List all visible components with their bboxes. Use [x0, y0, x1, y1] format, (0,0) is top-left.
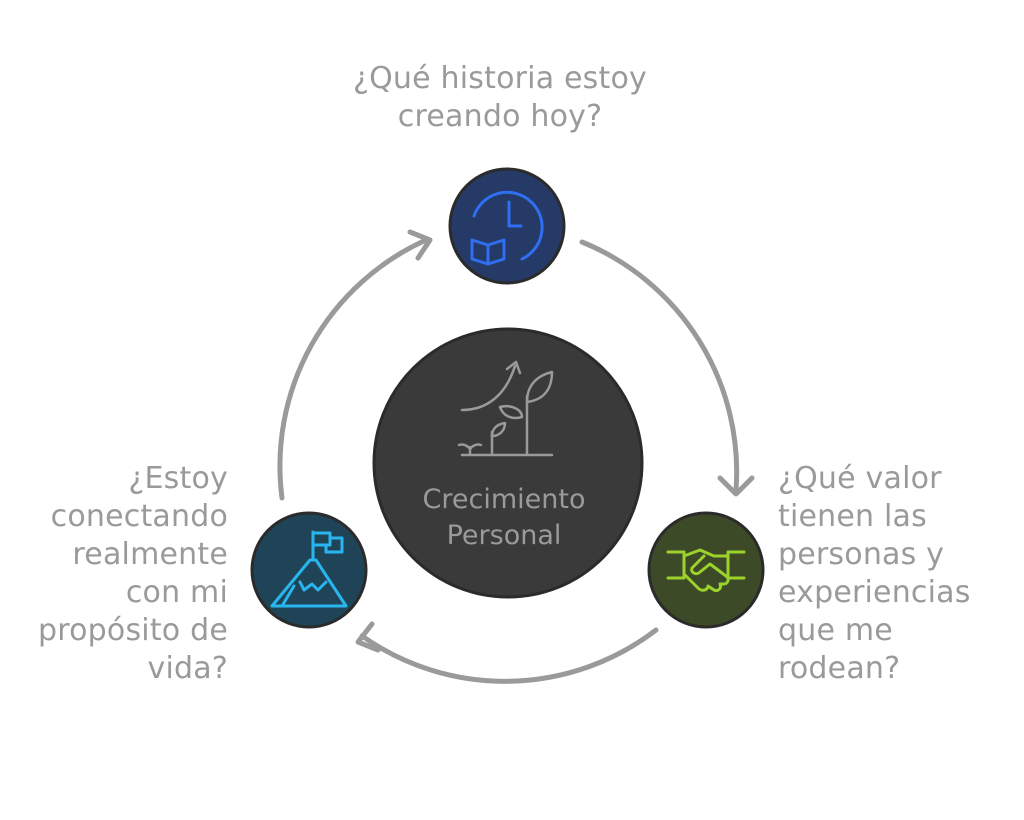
node-left [250, 511, 368, 629]
center-label-line2: Personal [447, 520, 562, 551]
node-left-circle [250, 511, 368, 629]
clock-book-icon [470, 190, 544, 266]
caption-right: ¿Qué valor tienen las personas y experie… [778, 461, 971, 686]
caption-left: ¿Estoy conectando realmente con mi propó… [38, 461, 228, 686]
center-node: Crecimiento Personal [372, 327, 644, 599]
arrowhead-left [355, 621, 381, 653]
arrowhead-right [717, 475, 755, 497]
node-top [448, 167, 566, 285]
caption-top: ¿Qué historia estoy creando hoy? [353, 61, 647, 134]
handshake-icon [666, 548, 746, 592]
center-label-line1: Crecimiento [423, 484, 586, 515]
node-top-circle [448, 167, 566, 285]
center-circle [372, 327, 644, 599]
arrow-right-to-left [359, 627, 659, 684]
arrowhead-top [407, 229, 433, 261]
arrow-top-to-right [579, 239, 740, 493]
node-right-circle [647, 511, 765, 629]
mountain-flag-icon [270, 530, 348, 608]
cycle-arrows [277, 229, 755, 684]
plant-growth-icon [457, 360, 554, 457]
arrow-left-to-top [277, 237, 429, 501]
node-right [647, 511, 765, 629]
